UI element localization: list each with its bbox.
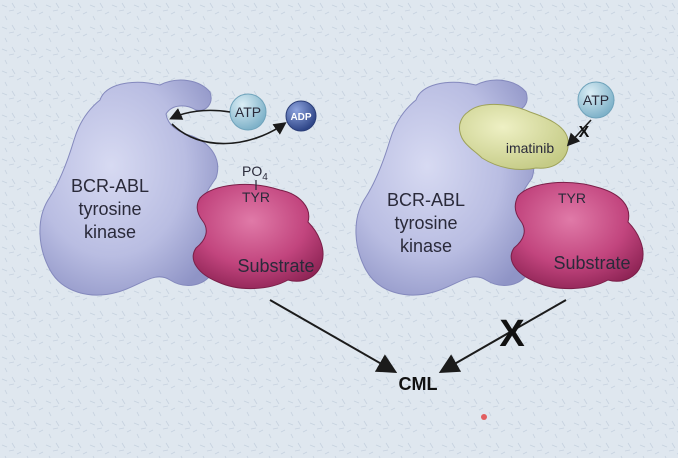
right-atp-label: ATP xyxy=(583,92,609,108)
cml-arrow-right xyxy=(438,299,567,373)
right-kinase-label-line2: tyrosine xyxy=(394,213,457,233)
left-tyr-label: TYR xyxy=(242,189,270,205)
left-kinase-label-line2: tyrosine xyxy=(78,199,141,219)
right-substrate-shape xyxy=(510,181,644,290)
cml-label: CML xyxy=(399,374,438,394)
right-kinase-label-line1: BCR-ABL xyxy=(387,190,465,210)
right-kinase-label-line3: kinase xyxy=(400,236,452,256)
left-atp-label: ATP xyxy=(235,104,261,120)
outcome-group: X CML xyxy=(269,299,567,394)
imatinib-label: imatinib xyxy=(506,140,554,156)
right-atp-molecule xyxy=(577,81,615,119)
blocked-atp-arrow xyxy=(566,119,592,147)
adp-release-arrow xyxy=(171,122,287,145)
left-kinase-label-line1: BCR-ABL xyxy=(71,176,149,196)
atp-blocked-x-mark: X xyxy=(579,124,590,141)
right-tyr-label: TYR xyxy=(558,190,586,206)
left-substrate-shape xyxy=(192,183,324,290)
left-kinase-label-line3: kinase xyxy=(84,222,136,242)
atp-binding-arrow xyxy=(169,108,231,120)
adp-molecule xyxy=(285,100,317,132)
cml-blocked-x-mark: X xyxy=(499,313,525,355)
red-dot xyxy=(481,414,487,420)
imatinib-shape xyxy=(459,103,569,171)
adp-label: ADP xyxy=(290,112,311,123)
left-panel: BCR-ABL tyrosine kinase Substrate TYR PO… xyxy=(39,79,324,296)
phosphate-label: PO4 xyxy=(242,163,268,183)
right-panel: BCR-ABL tyrosine kinase imatinib TYR Sub… xyxy=(355,79,644,296)
left-substrate-label: Substrate xyxy=(237,256,314,276)
cml-arrow-left xyxy=(269,299,398,373)
right-substrate-label: Substrate xyxy=(553,253,630,273)
